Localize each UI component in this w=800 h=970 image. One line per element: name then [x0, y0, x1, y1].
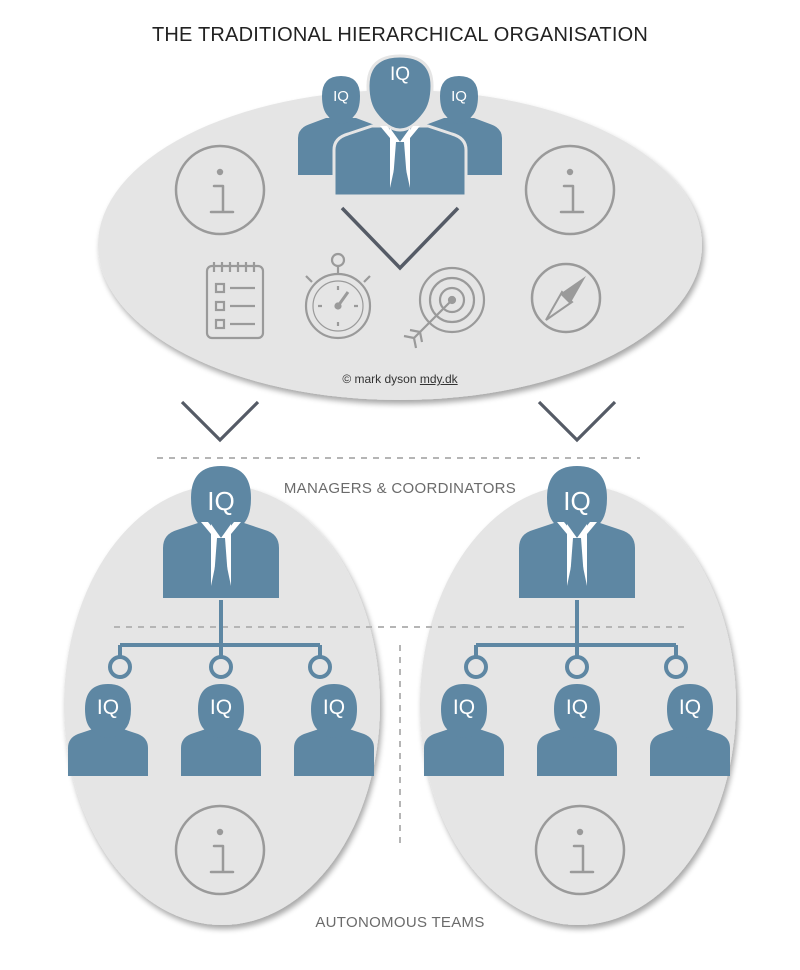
managers-label: MANAGERS & COORDINATORS: [283, 480, 517, 497]
iq-label: IQ: [563, 486, 591, 516]
compass-icon: [530, 262, 602, 334]
iq-label: IQ: [207, 486, 235, 516]
iq-label: IQ: [322, 696, 346, 719]
copyright-notice: © mark dyson mdy.dk: [300, 372, 500, 386]
iq-label: IQ: [452, 696, 476, 719]
iq-label: IQ: [96, 696, 120, 719]
iq-label: IQ: [565, 696, 589, 719]
iq-label: IQ: [209, 696, 233, 719]
connector-tree-left: [108, 600, 332, 679]
executive-group: [298, 54, 502, 198]
checklist-icon: [205, 262, 265, 340]
teams-label: AUTONOMOUS TEAMS: [315, 914, 485, 931]
chevron-down-icon: [180, 400, 260, 442]
chevron-down-icon: [537, 400, 617, 442]
executive-center: [332, 54, 468, 198]
copyright-author: © mark dyson: [342, 372, 417, 386]
copyright-link[interactable]: mdy.dk: [419, 372, 458, 386]
target-icon: [403, 266, 486, 349]
iq-label: IQ: [451, 88, 467, 105]
iq-label: IQ: [678, 696, 702, 719]
chevron-down-icon: [340, 206, 460, 271]
diagram-title: THE TRADITIONAL HIERARCHICAL ORGANISATIO…: [151, 24, 649, 46]
connector-tree-right: [464, 600, 688, 679]
stopwatch-icon: [304, 252, 372, 340]
iq-label: IQ: [333, 88, 349, 105]
organisation-ellipse: [98, 90, 702, 400]
iq-label: IQ: [389, 64, 411, 85]
